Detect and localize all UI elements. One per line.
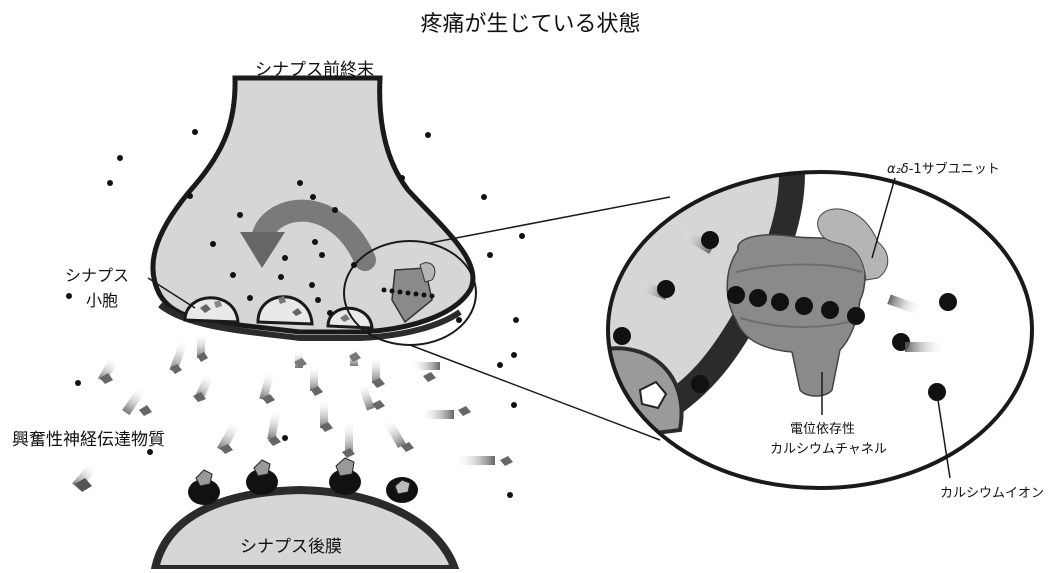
vesicle-label-line2: 小胞 [86, 291, 119, 310]
page-title: 疼痛が生じている状態 [420, 12, 641, 37]
channel-label-line1: 電位依存性 [790, 422, 856, 437]
synaptic-vesicles [183, 295, 374, 330]
presynaptic-terminal-label: シナプス前終末 [255, 60, 374, 80]
subunit-greek: α₂δ [887, 162, 909, 177]
flow-arrow [251, 199, 376, 271]
neurotransmitter-particles [72, 332, 513, 492]
calcium-ions-scattered [66, 129, 525, 498]
leader-lines [147, 177, 951, 479]
postsynaptic-membrane [150, 485, 461, 573]
zoom-line-bottom [409, 344, 661, 441]
channel-label-line2: カルシウムチャネル [770, 442, 887, 457]
zoom-line-top [429, 196, 671, 244]
ions-in-channel-small [381, 287, 435, 299]
subunit-label: α₂δ-1サブユニット [887, 158, 1000, 177]
terminal-channel [391, 262, 436, 324]
flow-arrowhead [240, 232, 285, 268]
vesicle-label-line1: シナプス [65, 266, 130, 285]
subunit-rest: -1サブユニット [908, 162, 1000, 177]
alpha2delta-subunit [817, 208, 889, 281]
calcium-ion-label: カルシウムイオン [940, 486, 1045, 501]
neurotransmitter-label: 興奮性神経伝達物質 [12, 430, 165, 450]
calcium-channel [726, 234, 866, 397]
receptors [188, 457, 418, 505]
postsynaptic-membrane-label: シナプス後膜 [240, 537, 342, 557]
